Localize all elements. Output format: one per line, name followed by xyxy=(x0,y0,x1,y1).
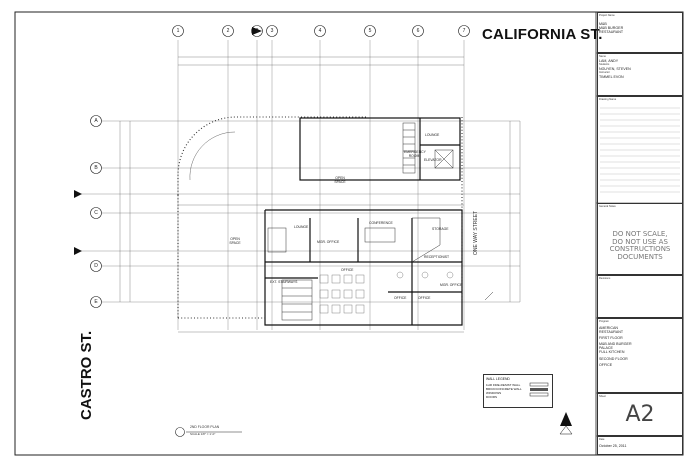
wall-legend: WALL LEGEND 1HR FIRE-RESIST WALL BRICK/C… xyxy=(483,374,553,408)
room-receptionist: RECEPTIONIST xyxy=(424,255,450,259)
column-gridlines xyxy=(177,40,465,330)
room-elevator: ELEVATOR xyxy=(424,158,442,162)
interior-details xyxy=(267,122,454,321)
room-open-space-upper: OPEN SPACE xyxy=(334,176,346,184)
grid-column-1: 1 xyxy=(176,27,180,34)
plaza-curve xyxy=(189,131,236,181)
grid-column-7: 7 xyxy=(462,27,466,34)
grid-column-2: 2 xyxy=(226,27,230,34)
notes-lines xyxy=(600,107,680,193)
legend-item: WINDOWS xyxy=(486,391,502,395)
title-block-drawing: Drawing Name xyxy=(597,96,683,203)
room-open-space-left: OPEN SPACE xyxy=(229,237,241,245)
row-gridlines xyxy=(80,120,520,303)
grid-row-e: E xyxy=(94,298,98,305)
title-block-project: Project Name M&B M&B BURGER RESTAURANT xyxy=(597,12,683,53)
north-arrow xyxy=(559,412,573,435)
row-bubbles xyxy=(90,115,102,308)
street-name-california: CALIFORNIA ST. xyxy=(482,26,603,43)
plan-scale: SCALE 1/8" = 1'-0" xyxy=(190,432,216,436)
site-boundary xyxy=(177,116,463,319)
grid-row-b: B xyxy=(94,164,98,171)
grid-column-5: 5 xyxy=(368,27,372,34)
title-block-program: Program AMERICAN RESTAURANT FIRST FLOOR … xyxy=(597,318,683,393)
grid-column-3b: 3 xyxy=(270,27,274,34)
legend-title: WALL LEGEND xyxy=(486,377,510,381)
building-walls xyxy=(264,117,463,326)
grid-column-4: 4 xyxy=(318,27,322,34)
room-storage: STORAGE xyxy=(432,227,449,231)
grid-row-c: C xyxy=(94,209,98,216)
grid-column-6: 6 xyxy=(416,27,420,34)
plan-title: 2ND FLOOR PLAN xyxy=(190,425,220,429)
room-emergency: EMERGENCY ROOM xyxy=(404,150,426,158)
sheet-number: A2 xyxy=(625,402,655,427)
title-block-date: Date October 25, 2011 xyxy=(597,436,683,455)
column-bubbles xyxy=(172,25,470,37)
room-office-2: OFFICE xyxy=(394,296,407,300)
room-office: OFFICE xyxy=(341,268,354,272)
room-ext-stairways: EXT. STAIRWAYS xyxy=(270,280,298,284)
plan-title-bubble xyxy=(175,427,185,437)
sheet-border xyxy=(14,11,684,456)
room-lounge-2: LOUNGE xyxy=(294,225,309,229)
legend-item: DOORS xyxy=(486,395,498,399)
title-block-names: Name LAM, ANDY Students NGUYEN, STEVEN I… xyxy=(597,53,683,96)
room-lounge: LOUNGE xyxy=(425,133,440,137)
furniture xyxy=(319,271,454,314)
grid-column-3a: 3 xyxy=(255,27,259,34)
grid-row-a: A xyxy=(94,117,98,124)
room-conference: CONFERENCE xyxy=(369,221,393,225)
title-block-notes: General Notes DO NOT SCALE, DO NOT USE A… xyxy=(597,203,683,275)
legend-item: 1HR FIRE-RESIST WALL xyxy=(486,383,521,387)
street-name-castro: CASTRO ST. xyxy=(78,330,95,420)
section-markers xyxy=(74,27,262,255)
dimension-lines xyxy=(119,56,521,333)
room-office-3: OFFICE xyxy=(418,296,431,300)
title-block-sheet: Sheet A2 xyxy=(597,393,683,436)
title-block-revisions: Revisions xyxy=(597,275,683,318)
do-not-scale-warning: DO NOT SCALE, DO NOT USE AS CONSTRUCTION… xyxy=(609,230,671,261)
legend-item: BRICK/CONCRETE WALL xyxy=(486,387,522,391)
legend-swatches xyxy=(529,382,549,397)
one-way-street-label: ONE WAY STREET xyxy=(473,210,479,255)
grid-row-d: D xyxy=(94,262,98,269)
room-mgr-office: MGR. OFFICE xyxy=(317,240,340,244)
room-mgr-office-2: MGR. OFFICE xyxy=(440,283,463,287)
